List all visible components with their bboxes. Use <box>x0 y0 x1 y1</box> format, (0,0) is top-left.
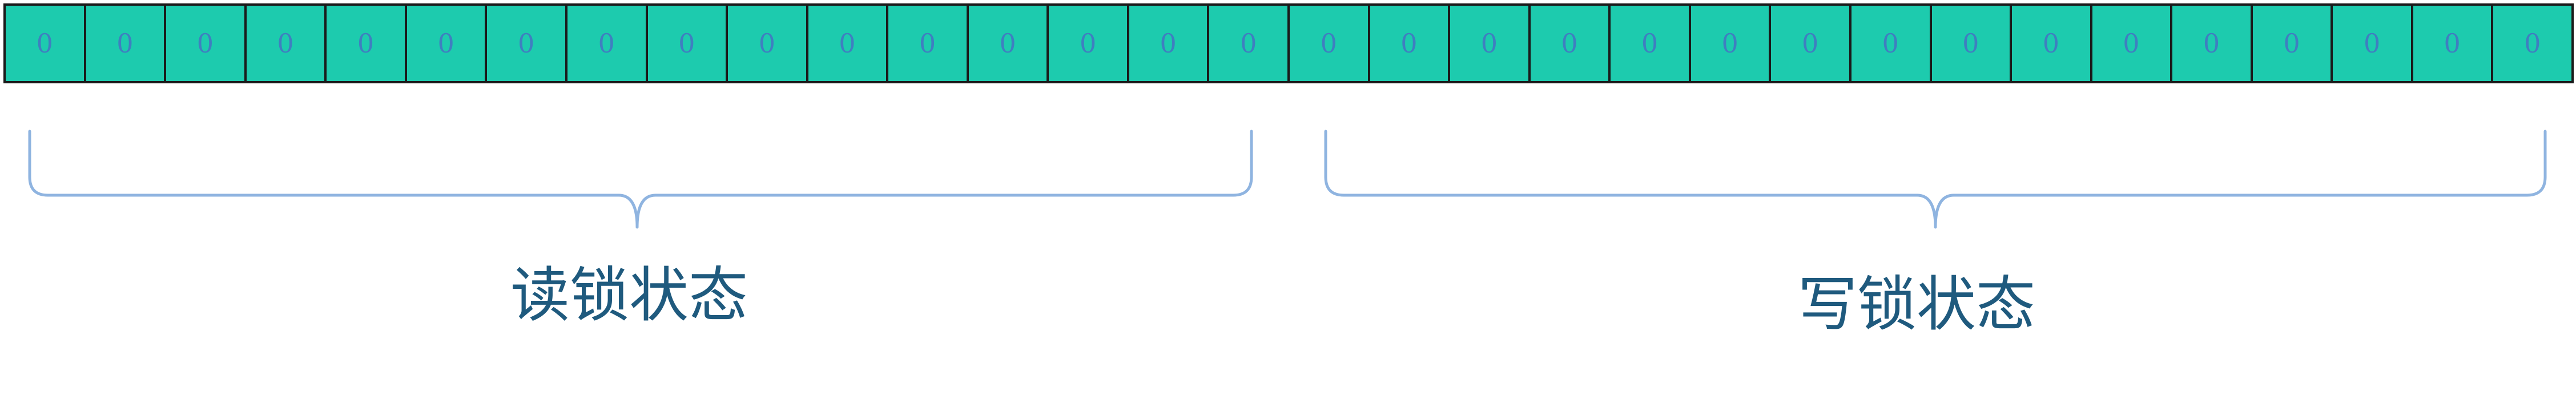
bit-cell: 0 <box>1049 3 1129 83</box>
bit-cell: 0 <box>647 3 728 83</box>
bit-cell: 0 <box>1129 3 1210 83</box>
bit-cell: 0 <box>1370 3 1451 83</box>
bit-cell: 0 <box>2252 3 2333 83</box>
bit-cell: 0 <box>728 3 808 83</box>
bit-cell: 0 <box>246 3 327 83</box>
bit-cell: 0 <box>1530 3 1611 83</box>
bit-cell: 0 <box>1611 3 1691 83</box>
read-lock-brace <box>28 130 1253 229</box>
bit-cell: 0 <box>1690 3 1772 83</box>
bit-cell: 0 <box>2092 3 2173 83</box>
bit-cell: 0 <box>327 3 407 83</box>
bit-cell: 0 <box>1851 3 1932 83</box>
bit-cell: 0 <box>1931 3 2012 83</box>
bit-cell: 0 <box>808 3 889 83</box>
bit-cell: 0 <box>2333 3 2413 83</box>
bit-cell: 0 <box>1771 3 1852 83</box>
bit-cell: 0 <box>1209 3 1290 83</box>
bit-cell: 0 <box>968 3 1049 83</box>
bit-cell: 0 <box>86 3 167 83</box>
bit-cell: 0 <box>1450 3 1531 83</box>
bit-cell: 0 <box>2493 3 2574 83</box>
bit-cell: 0 <box>2413 3 2494 83</box>
bit-cell: 0 <box>1290 3 1370 83</box>
bit-cell: 0 <box>888 3 969 83</box>
bit-cell: 0 <box>567 3 648 83</box>
bit-cell: 0 <box>2172 3 2253 83</box>
bit-cell: 0 <box>406 3 488 83</box>
bit-cell: 0 <box>487 3 567 83</box>
bit-cell: 0 <box>6 3 86 83</box>
read-lock-label: 读锁状态 <box>510 260 748 330</box>
bit-cell: 0 <box>166 3 247 83</box>
bit-cell: 0 <box>2012 3 2092 83</box>
write-lock-brace <box>1324 130 2547 229</box>
write-lock-label: 写锁状态 <box>1797 269 2036 339</box>
